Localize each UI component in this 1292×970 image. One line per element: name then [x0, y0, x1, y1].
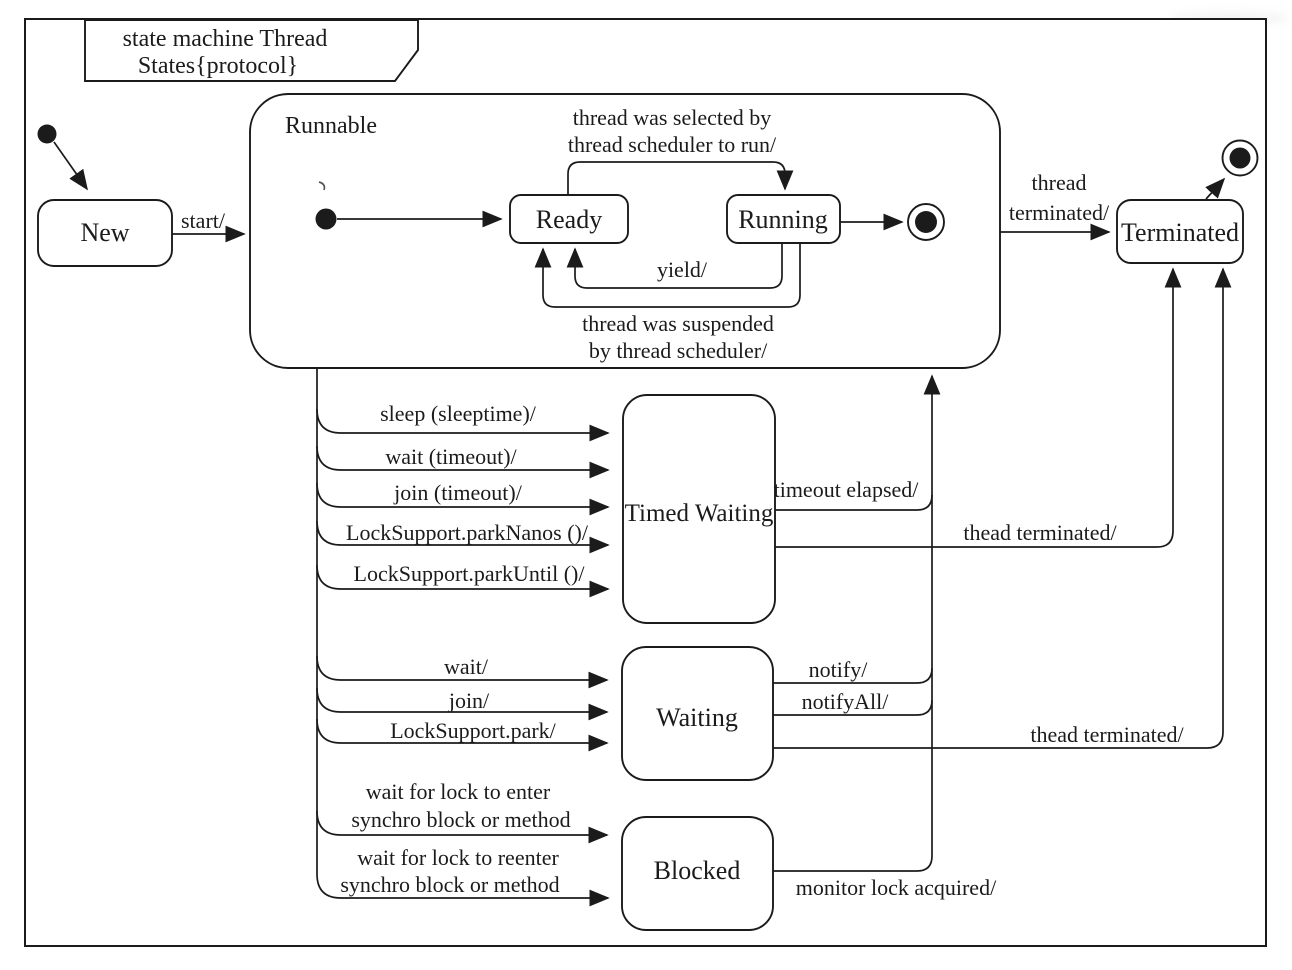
- transition-notify-label: notify/: [809, 657, 869, 682]
- transition-selected-label1: thread was selected by: [573, 105, 772, 130]
- transition-thead-terminated-timed-arrow: [775, 267, 1182, 548]
- diagram-title-line2: States{protocol}: [138, 53, 298, 79]
- title-tab: [84, 19, 419, 82]
- transition-wait-arrow: [316, 655, 609, 689]
- transition-join-timeout-label: join (timeout)/: [393, 480, 523, 505]
- state-terminated: [1116, 199, 1244, 264]
- state-new-label: New: [80, 218, 129, 247]
- transition-suspended-label2: by thread scheduler/: [589, 338, 768, 363]
- transition-join-arrow: [316, 687, 609, 721]
- transition-lock-reenter-label1: wait for lock to reenter: [357, 845, 559, 870]
- state-ready-label: Ready: [536, 205, 602, 234]
- state-blocked-label: Blocked: [654, 856, 741, 885]
- state-timed-waiting: [622, 394, 776, 624]
- scan-artifact: [318, 181, 326, 191]
- transition-notify-all-label: notifyAll/: [802, 689, 890, 714]
- transition-wait-timeout-arrow: [316, 445, 610, 479]
- transition-monitor-lock-arrow: [773, 374, 941, 872]
- state-ready: [509, 194, 629, 244]
- runnable-final-node-dot: [915, 211, 937, 233]
- transition-park-until-label: LockSupport.parkUntil ()/: [354, 561, 586, 586]
- state-waiting: [621, 646, 774, 781]
- transition-sleep-arrow: [316, 408, 610, 442]
- transition-lock-enter-arrow: [316, 810, 609, 844]
- transition-thead-terminated-waiting-arrow: [773, 267, 1232, 749]
- initial-state-node: [37, 124, 57, 144]
- transition-lock-reenter-label2: synchro block or method: [340, 872, 559, 897]
- transition-thread-terminated-label2: terminated/: [1009, 200, 1110, 225]
- diagram-title-line1: state machine Thread: [123, 26, 328, 52]
- runnable-out-trunk: [316, 368, 610, 907]
- runnable-initial-node: [315, 208, 337, 230]
- initial-to-new-arrow: [53, 141, 88, 191]
- transition-sleep-label: sleep (sleeptime)/: [380, 401, 537, 426]
- transition-thead-terminated-timed-label: thead terminated/: [963, 520, 1117, 545]
- transition-yield-label: yield/: [657, 257, 708, 282]
- transition-suspended-label1: thread was suspended: [582, 311, 774, 336]
- transition-notify-all-arrow: [773, 699, 933, 716]
- final-state-node-dot: [1229, 147, 1251, 169]
- transition-park-nanos-label: LockSupport.parkNanos ()/: [346, 520, 589, 545]
- transition-park-until-arrow: [316, 564, 610, 598]
- transition-park-label: LockSupport.park/: [390, 718, 556, 743]
- transition-join-timeout-arrow: [316, 482, 610, 516]
- transition-yield-arrow: [566, 243, 783, 289]
- transition-selected-label2: thread scheduler to run/: [568, 132, 777, 157]
- transition-park-nanos-arrow: [316, 520, 610, 554]
- state-new: [37, 199, 173, 267]
- transition-thead-terminated-waiting-label: thead terminated/: [1030, 722, 1184, 747]
- transition-notify-arrow: [773, 667, 933, 684]
- transition-lock-enter-label2: synchro block or method: [351, 807, 570, 832]
- state-terminated-label: Terminated: [1121, 218, 1239, 247]
- state-runnable-label: Runnable: [285, 113, 377, 139]
- terminated-to-final-arrow: [1205, 177, 1226, 200]
- transition-timeout-elapsed-label: timeout elapsed/: [774, 477, 920, 502]
- transition-suspended-arrow: [534, 243, 801, 308]
- state-running: [726, 194, 841, 244]
- transition-join-label: join/: [448, 688, 490, 713]
- transition-wait-label: wait/: [444, 654, 489, 679]
- transition-wait-timeout-label: wait (timeout)/: [385, 444, 517, 469]
- transition-monitor-lock-label: monitor lock acquired/: [796, 875, 997, 900]
- state-timed-waiting-label: Timed Waiting: [625, 500, 774, 527]
- state-running-label: Running: [738, 205, 828, 234]
- transition-lock-enter-label1: wait for lock to enter: [366, 779, 551, 804]
- transition-timeout-elapsed-arrow: [775, 494, 933, 511]
- transition-thread-terminated-label1: thread: [1032, 170, 1087, 195]
- state-blocked: [621, 816, 774, 931]
- transition-start-label: start/: [181, 208, 226, 233]
- state-waiting-label: Waiting: [656, 703, 738, 732]
- transition-park-arrow: [316, 718, 609, 752]
- transition-selected-arrow: [567, 161, 794, 195]
